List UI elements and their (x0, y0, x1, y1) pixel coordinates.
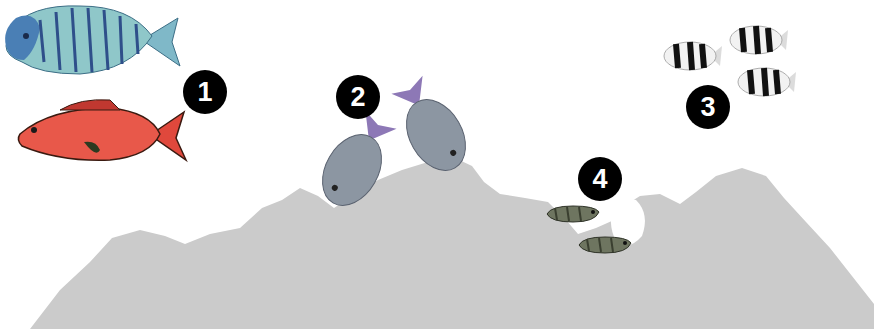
coral-trout (18, 100, 186, 161)
reef-rock (30, 158, 874, 329)
blenny (547, 206, 631, 253)
humbug-damselfish (664, 26, 796, 96)
callout-number: 3 (686, 85, 730, 129)
callout-number: 1 (183, 70, 227, 114)
callout-number: 4 (578, 157, 622, 201)
callout-number: 2 (336, 75, 380, 119)
surgeonfish (310, 72, 477, 216)
napoleon-wrasse (5, 6, 180, 74)
